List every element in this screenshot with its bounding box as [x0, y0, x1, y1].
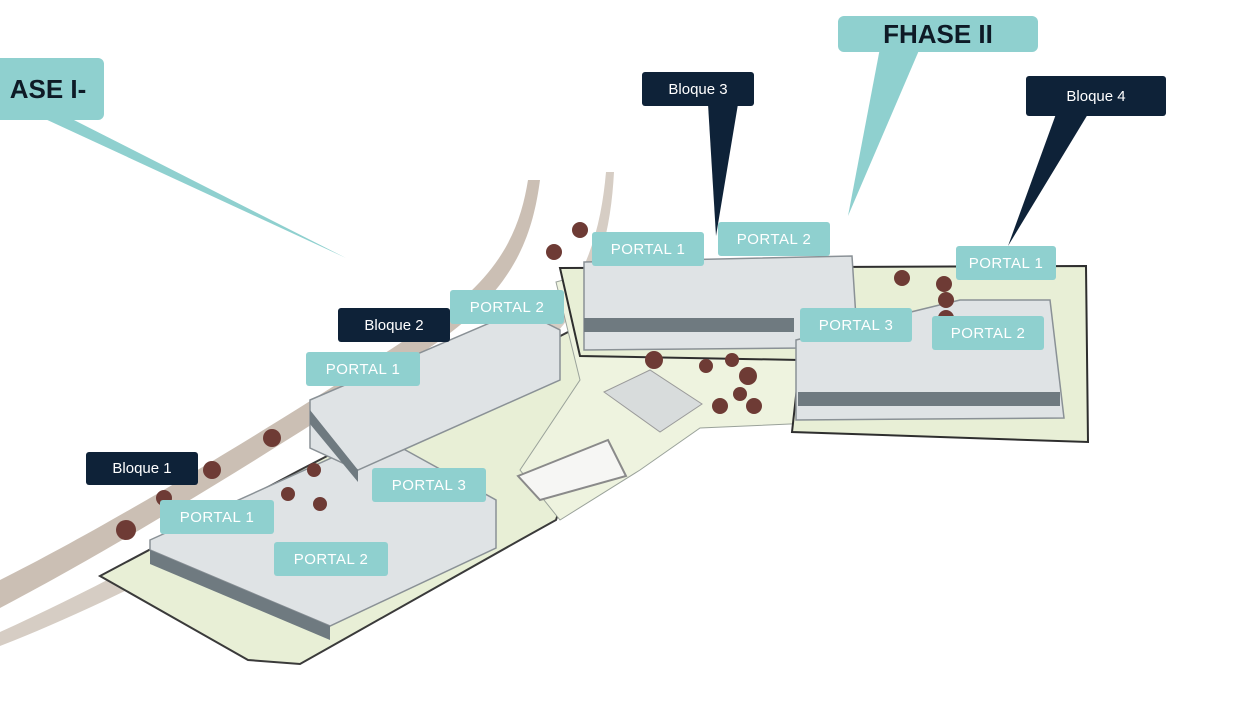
bloque1-facade-shade [150, 550, 330, 640]
bloque3-facade-shade [584, 318, 794, 332]
bloque4-callout-tail [1008, 114, 1088, 246]
bloque4-portal1-label: PORTAL 1 [956, 246, 1056, 280]
bloque2-portal1-label: PORTAL 1 [306, 352, 420, 386]
bloque4-portal2-label: PORTAL 2 [932, 316, 1044, 350]
phase2-label: FHASE II [838, 16, 1038, 52]
bloque1-portal2-label: PORTAL 2 [274, 542, 388, 576]
bloque4-label: Bloque 4 [1026, 76, 1166, 116]
curved-walkway-outer [0, 180, 540, 608]
bloque1-portal3-label: PORTAL 3 [372, 468, 486, 502]
bloque3-callout-tail [708, 104, 738, 236]
bloque3-portal3-label: PORTAL 3 [800, 308, 912, 342]
bloque3-portal2-label: PORTAL 2 [718, 222, 830, 256]
bloque1-portal1-label: PORTAL 1 [160, 500, 274, 534]
trees [116, 222, 954, 540]
pergola [603, 369, 703, 433]
phase2-callout-tail [848, 48, 920, 216]
bloque2-facade-shade [310, 410, 358, 482]
phase1-callout-tail [30, 112, 346, 258]
bloque3-portal1-label: PORTAL 1 [592, 232, 704, 266]
bloque1-label: Bloque 1 [86, 452, 198, 485]
bloque2-label: Bloque 2 [338, 308, 450, 342]
bloque2-portal2-label: PORTAL 2 [450, 290, 564, 324]
central-pool [516, 438, 628, 502]
bloque4-facade-shade [798, 392, 1060, 406]
phase1-label: ASE I- [0, 58, 104, 120]
bloque3-label: Bloque 3 [642, 72, 754, 106]
